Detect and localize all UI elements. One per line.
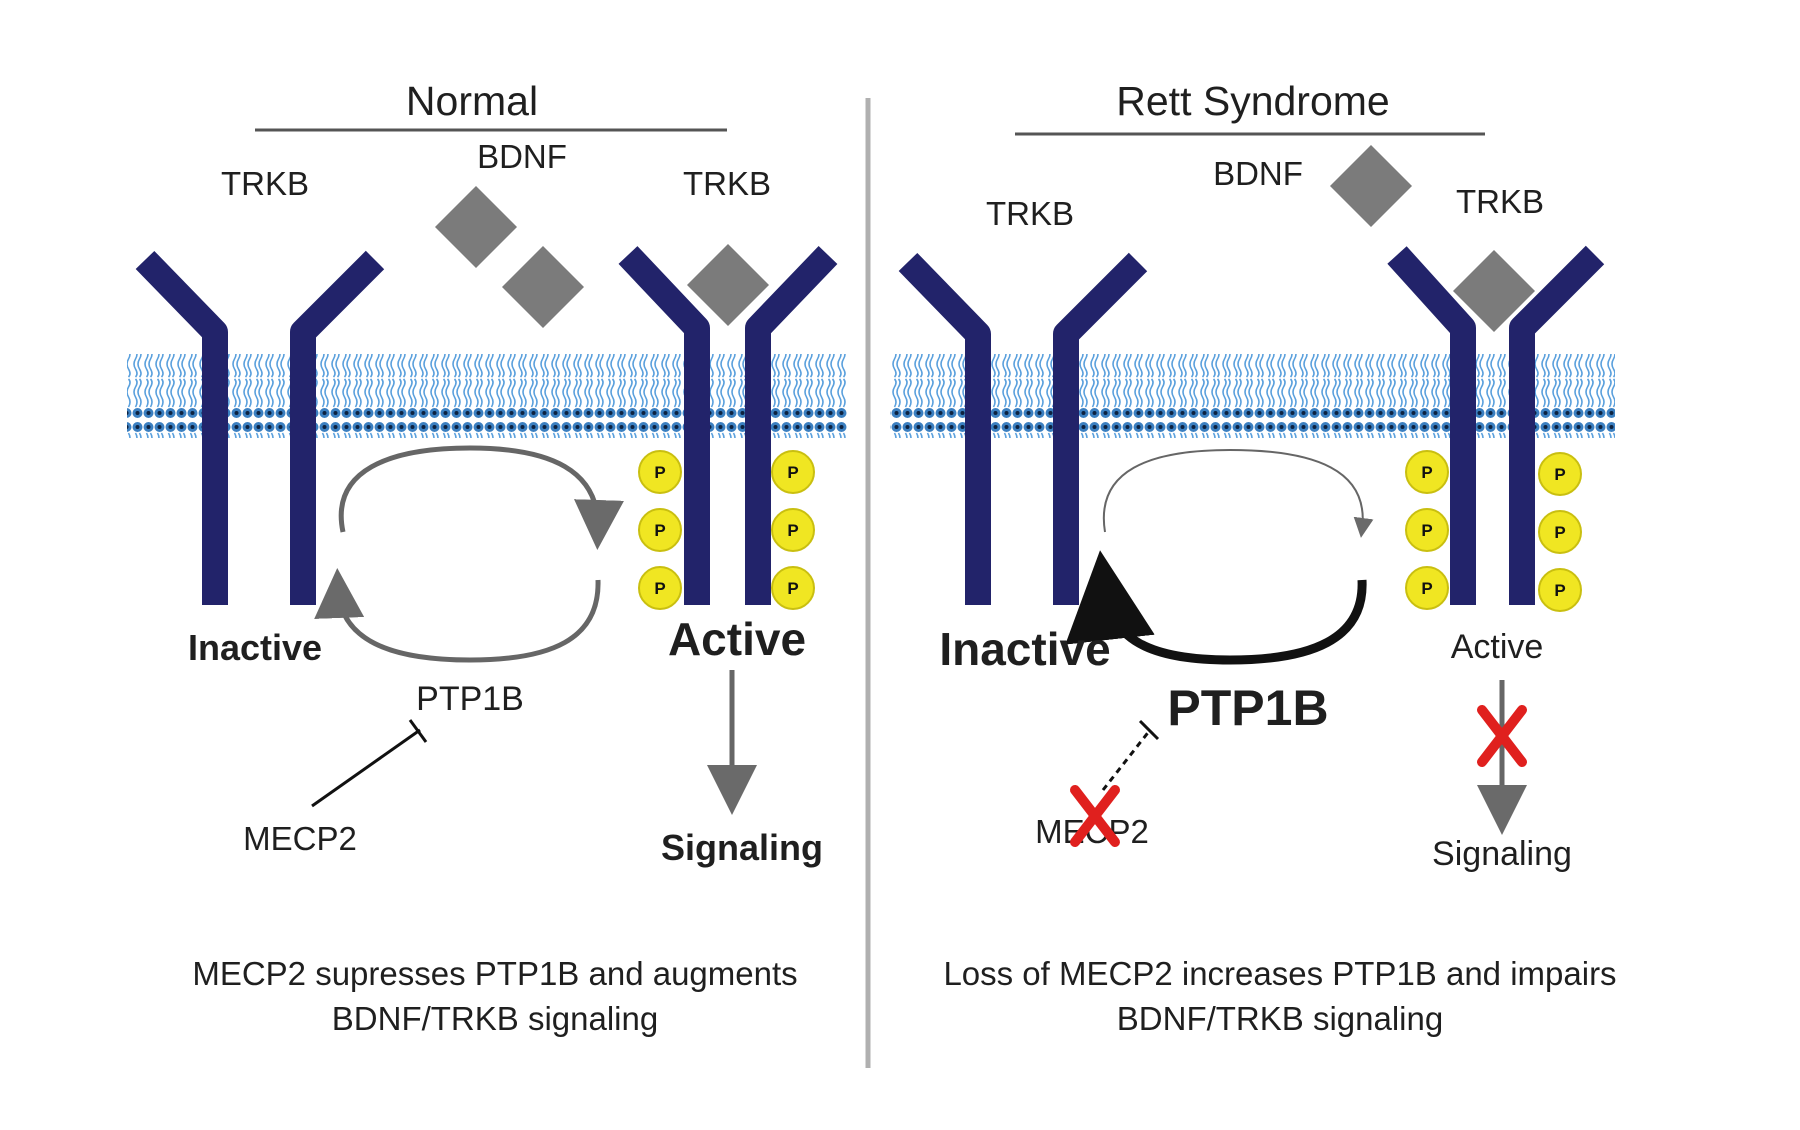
- svg-text:P: P: [1421, 463, 1432, 482]
- rett-trkb-right-label: TRKB: [1456, 183, 1544, 220]
- phosphate-group: P P P P P P: [1405, 450, 1582, 612]
- normal-trkb-right-label: TRKB: [683, 165, 771, 202]
- rett-signaling-label: Signaling: [1432, 835, 1572, 873]
- bdnf-ligand: [501, 245, 585, 329]
- rett-caption-line1: Loss of MECP2 increases PTP1B and impair…: [943, 955, 1616, 992]
- svg-text:P: P: [654, 463, 665, 482]
- normal-caption-line1: MECP2 supresses PTP1B and augments: [192, 955, 797, 992]
- rett-inactive-label: Inactive: [939, 623, 1110, 675]
- svg-text:P: P: [787, 463, 798, 482]
- svg-text:P: P: [787, 521, 798, 540]
- normal-caption-line2: BDNF/TRKB signaling: [332, 1000, 658, 1037]
- rett-panel: Rett Syndrome TRKB BDNF TRKB P P P P P: [890, 78, 1617, 1037]
- dephosphorylation-arc: [314, 568, 601, 663]
- mecp2-inhibition-line-lost: [1101, 729, 1152, 791]
- rett-trkb-left-label: TRKB: [986, 195, 1074, 232]
- normal-signaling-label: Signaling: [661, 827, 823, 868]
- normal-ptp1b-label: PTP1B: [416, 680, 524, 718]
- svg-text:P: P: [654, 521, 665, 540]
- svg-text:P: P: [1554, 523, 1565, 542]
- rett-caption-line2: BDNF/TRKB signaling: [1117, 1000, 1443, 1037]
- bdnf-ligand: [434, 185, 518, 269]
- svg-text:P: P: [1421, 521, 1432, 540]
- activation-arc-weak: [1102, 448, 1374, 538]
- normal-inactive-label: Inactive: [188, 627, 322, 668]
- svg-text:P: P: [1554, 465, 1565, 484]
- cell-membrane: [127, 354, 847, 438]
- rett-active-label: Active: [1451, 628, 1544, 666]
- trkb-receptor-inactive: [135, 250, 385, 605]
- trkb-receptor-inactive: [898, 252, 1148, 605]
- inhibition-bar: [408, 719, 428, 743]
- bdnf-ligand-bound: [1452, 249, 1536, 333]
- bdnf-ligand: [1329, 144, 1413, 228]
- svg-text:P: P: [1421, 579, 1432, 598]
- activation-arc: [338, 445, 624, 550]
- svg-text:P: P: [1554, 581, 1565, 600]
- normal-title: Normal: [406, 78, 538, 124]
- blocked-x-icon: [1477, 705, 1527, 767]
- normal-trkb-left-label: TRKB: [221, 165, 309, 202]
- inhibition-bar: [1138, 719, 1160, 741]
- cell-membrane: [890, 354, 1615, 438]
- trkb-receptor-active: [618, 246, 838, 605]
- normal-mecp2-label: MECP2: [243, 820, 357, 857]
- rett-title: Rett Syndrome: [1116, 78, 1389, 124]
- rett-bdnf-label: BDNF: [1213, 155, 1303, 192]
- loss-x-icon: [1070, 785, 1120, 847]
- dephosphorylation-arc-strong: [1065, 550, 1367, 665]
- normal-bdnf-label: BDNF: [477, 138, 567, 175]
- mecp2-inhibition-line: [311, 728, 421, 808]
- normal-active-label: Active: [668, 613, 806, 665]
- normal-panel: Normal TRKB BDNF TRKB P P P: [127, 78, 847, 1037]
- svg-text:P: P: [654, 579, 665, 598]
- svg-text:P: P: [787, 579, 798, 598]
- rett-ptp1b-label: PTP1B: [1167, 680, 1328, 736]
- trkb-receptor-active: [1387, 245, 1605, 605]
- phosphate-group: P P P P P P: [638, 450, 815, 610]
